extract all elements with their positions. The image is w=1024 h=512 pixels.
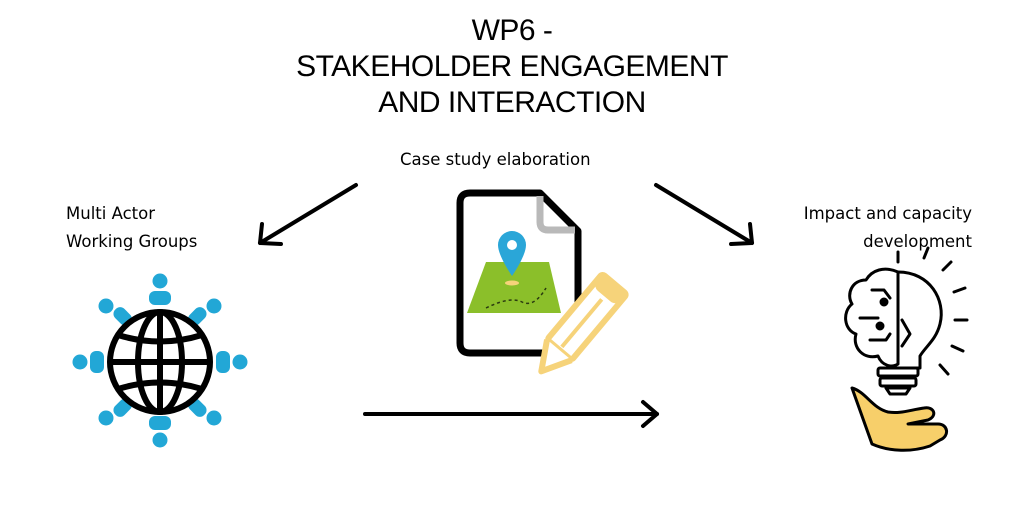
title-line-3: AND INTERACTION bbox=[378, 86, 646, 119]
globe-people-icon bbox=[72, 273, 248, 448]
arrow-to-impact bbox=[654, 183, 754, 246]
pencil-icon bbox=[538, 271, 629, 375]
globe-icon bbox=[107, 309, 213, 415]
case-study-label: Case study elaboration bbox=[400, 150, 591, 169]
brain-icon bbox=[844, 267, 900, 368]
location-pin-icon bbox=[498, 231, 526, 286]
title-line-1: WP6 - bbox=[471, 14, 553, 47]
map-icon bbox=[467, 262, 561, 313]
arrow-to-working-groups bbox=[258, 183, 358, 246]
map-document-pencil-icon bbox=[456, 189, 629, 375]
brain-lightbulb-hand-icon bbox=[844, 246, 969, 452]
lightbulb-icon bbox=[876, 270, 943, 396]
arrow-bottom-right bbox=[363, 400, 659, 428]
multi-actor-label-line-1: Multi Actor bbox=[66, 204, 155, 223]
multi-actor-label-line-2: Working Groups bbox=[66, 232, 198, 251]
impact-label-line-2: development bbox=[863, 232, 972, 251]
document-fold bbox=[536, 196, 575, 234]
impact-label-line-1: Impact and capacity bbox=[803, 204, 972, 223]
light-rays bbox=[896, 246, 969, 376]
hand-icon bbox=[850, 386, 948, 452]
title-line-2: STAKEHOLDER ENGAGEMENT bbox=[296, 50, 728, 83]
